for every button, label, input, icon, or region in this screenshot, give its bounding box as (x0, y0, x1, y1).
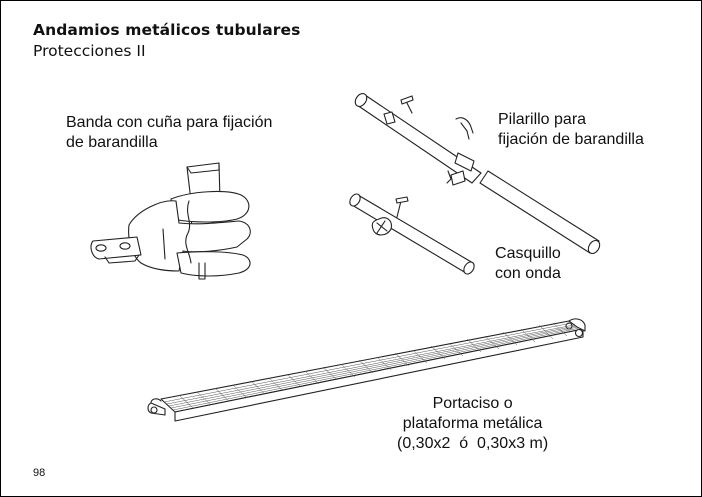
label-line: Portaciso o (432, 395, 513, 412)
label-casquillo: Casquillo con onda (495, 244, 561, 284)
label-line: fijación de barandilla (498, 131, 644, 148)
label-pilarillo: Pilarillo para fijación de barandilla (498, 110, 644, 150)
label-line: (0,30x2 ó 0,30x3 m) (397, 435, 549, 452)
label-line: plataforma metálica (402, 415, 543, 432)
page-title: Andamios metálicos tubulares (33, 21, 301, 39)
page-subtitle: Protecciones II (33, 42, 146, 60)
portaciso-drawing (147, 318, 586, 422)
label-line: Casquillo (495, 245, 561, 262)
banda-con-cuna-drawing (90, 162, 251, 280)
label-line: Pilarillo para (498, 111, 587, 128)
pilarillo-drawing (354, 93, 601, 255)
label-portaciso: Portaciso o plataforma metálica (0,30x2 … (397, 394, 548, 454)
casquillo-drawing (349, 193, 475, 275)
page-number: 98 (33, 467, 46, 479)
label-line: Banda con cuña para fijación (66, 114, 273, 131)
label-banda-con-cuna: Banda con cuña para fijación de barandil… (66, 113, 272, 153)
label-line: con onda (495, 265, 561, 282)
label-line: de barandilla (66, 134, 158, 151)
